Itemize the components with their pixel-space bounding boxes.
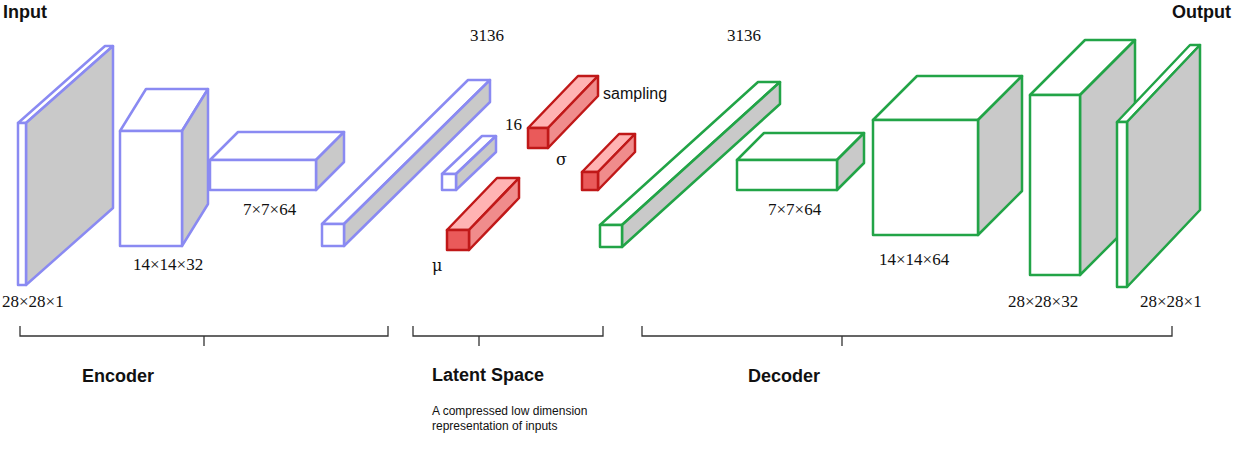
- latent-blocks: [447, 76, 635, 250]
- dimension-label: 16: [505, 115, 522, 135]
- section-title: Encoder: [82, 366, 154, 387]
- operation-label: sampling: [603, 85, 667, 103]
- dimension-label: 14×14×32: [133, 255, 203, 275]
- symbol-label: σ: [556, 150, 567, 169]
- dimension-label: 28×28×1: [2, 292, 64, 312]
- section-title: Decoder: [748, 366, 820, 387]
- decoder-blocks: [600, 40, 1200, 287]
- section-brackets: [20, 326, 1172, 346]
- section-note: A compressed low dimension representatio…: [432, 404, 612, 434]
- dimension-label: 3136: [470, 26, 504, 46]
- encoder-blocks: [18, 46, 496, 285]
- symbol-label: μ: [432, 256, 442, 275]
- section-title: Latent Space: [432, 365, 544, 386]
- dimension-label: 3136: [727, 26, 761, 46]
- corner-title: Input: [3, 2, 47, 23]
- dimension-label: 28×28×32: [1008, 292, 1078, 312]
- corner-title: Output: [1172, 2, 1231, 23]
- dimension-label: 7×7×64: [243, 200, 296, 220]
- dimension-label: 28×28×1: [1140, 292, 1202, 312]
- dimension-label: 7×7×64: [768, 200, 821, 220]
- dimension-label: 14×14×64: [879, 250, 949, 270]
